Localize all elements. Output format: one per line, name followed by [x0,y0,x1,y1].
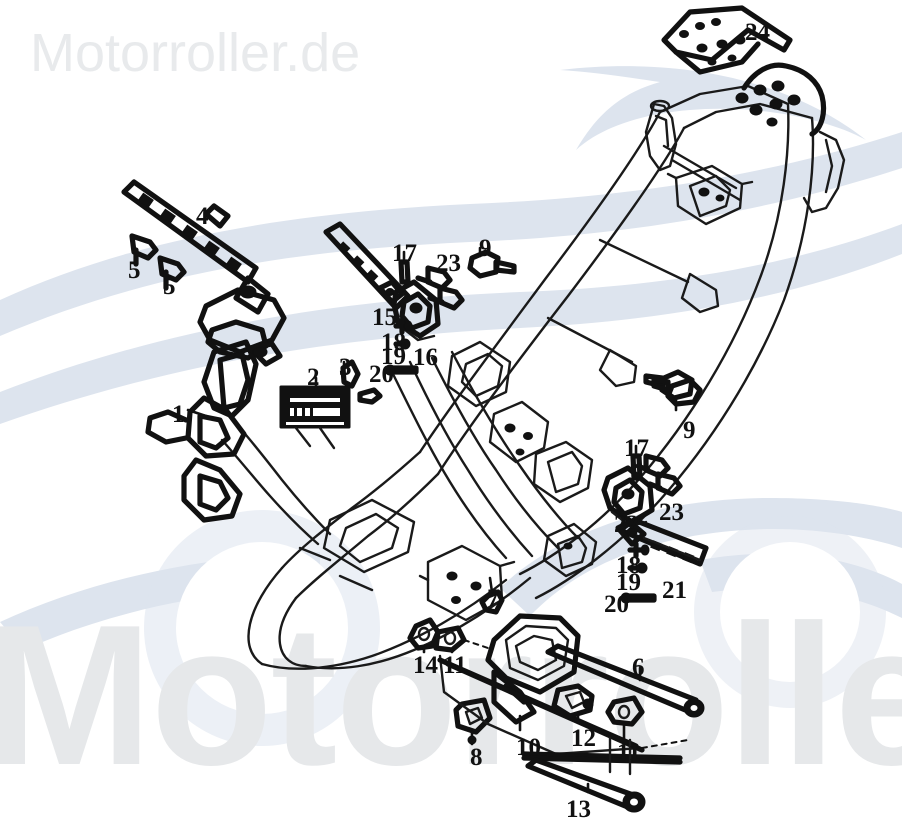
callout-4: 4 [196,203,209,230]
callout-11a: 11 [443,652,467,679]
callout-20b: 20 [604,591,629,618]
callout-22: 22 [614,511,639,538]
steering-head-assembly [145,287,287,523]
part-9-bolt-right [651,377,703,407]
part-10-centre-stand [437,613,645,756]
callout-15: 15 [372,304,397,331]
callout-17a: 17 [392,240,417,267]
callout-13: 13 [566,796,591,823]
top-watermark: Motorroller.de [30,23,361,83]
callout-16: 16 [413,344,438,371]
part-2-id-plate [279,376,351,450]
callout-7: 7 [487,585,500,612]
rear-subframe [418,62,846,600]
callout-19a: 19 [381,343,406,370]
callout-5a: 5 [128,257,141,284]
callout-1: 1 [172,401,185,428]
part-4-handlebar [121,179,271,315]
part-11-bushing-right [605,695,645,740]
part-5-bolts [129,233,187,291]
part-13-long-pin [525,757,646,813]
parts-18-19-20-right [620,541,657,604]
part-23-bolts-right [635,453,683,497]
callout-18a: 18 [381,329,406,356]
callout-12: 12 [571,725,596,752]
part-8-mount-block [453,697,493,746]
callout-6: 6 [632,654,645,681]
callout-5b: 5 [163,273,176,300]
leader-line-1 [186,408,208,418]
callout-23a: 23 [436,250,461,277]
callout-9a: 9 [479,235,492,262]
part-7-bolt [479,576,505,615]
parts-18-19-20-left [384,317,419,376]
part-17-pin-left [398,250,411,285]
callout-20a: 20 [369,361,394,388]
callout-19b: 19 [616,569,641,596]
part-3-clip [340,359,383,405]
callout-24: 24 [745,19,770,46]
parts-14-11-bushings [407,617,489,654]
part-15-footrest-bracket [323,221,411,311]
callout-14: 14 [413,652,438,679]
callout-11b: 11 [617,739,641,766]
main-frame-body [220,340,598,670]
part-21-footrest-bracket-right [615,517,709,567]
part-16-pivot-block [391,279,441,342]
callout-10: 10 [516,734,541,761]
callout-23b: 23 [659,499,684,526]
callout-2: 2 [307,364,320,391]
part-24-rear-bracket [661,5,793,75]
part-23-bolts-left [415,265,465,311]
callout-17b: 17 [624,435,649,462]
callout-3: 3 [339,354,352,381]
part-9-bolt-upper [467,246,517,279]
callout-8: 8 [470,744,483,771]
callout-18b: 18 [616,552,641,579]
bottom-cross-bar [521,736,689,776]
callout-9b: 9 [683,417,696,444]
part-12-spacer [551,683,595,724]
part-6-long-bolt [545,643,705,718]
callout-21: 21 [662,577,687,604]
